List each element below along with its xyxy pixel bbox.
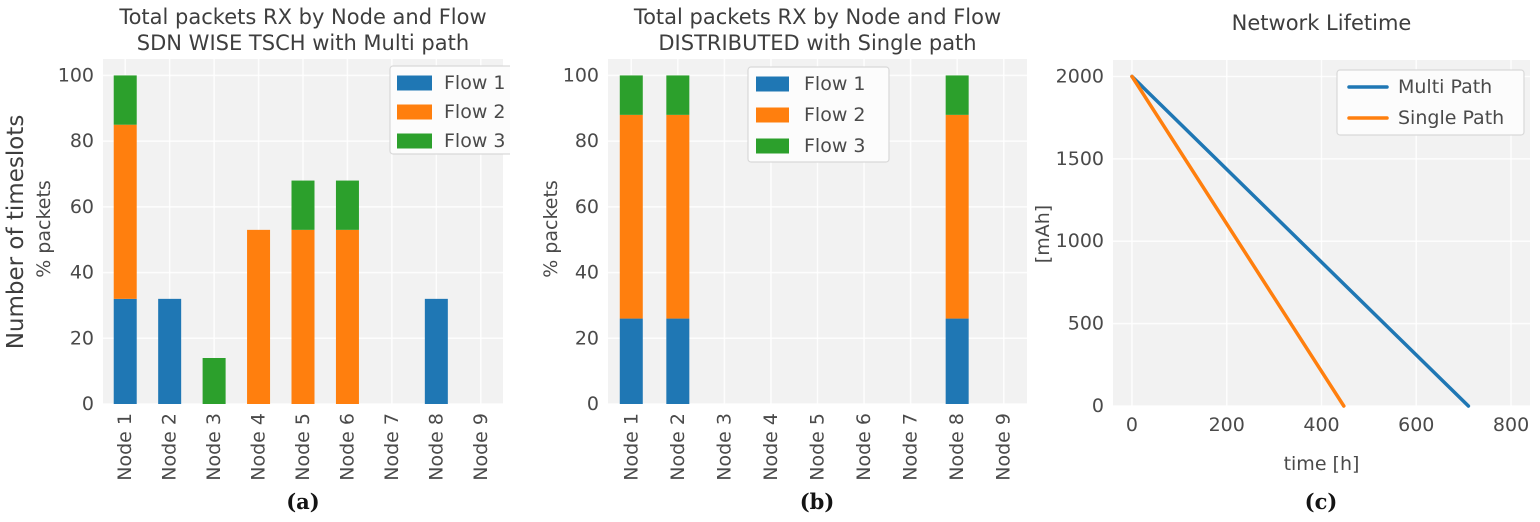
bar-segment <box>945 318 969 404</box>
bar-segment <box>666 75 690 115</box>
x-tick-label: 800 <box>1493 414 1529 436</box>
legend-label: Flow 3 <box>444 130 506 152</box>
x-tick-label: Node 8 <box>946 413 968 481</box>
x-tick-label: Node 6 <box>853 413 875 481</box>
x-tick-label: Node 9 <box>470 413 492 481</box>
y-tick-label: 2000 <box>1056 65 1104 87</box>
x-tick-label: Node 2 <box>667 413 689 481</box>
bar-segment <box>158 298 182 404</box>
chart-c-xlabel: time [h] <box>1283 453 1360 475</box>
x-tick-label: Node 7 <box>900 413 922 481</box>
chart-c-canvas: 0 500 1000 1500 2000 0 200 400 600 800 Multi PathS… <box>1056 60 1530 436</box>
chart-b-ylabel: % packets <box>540 180 562 278</box>
chart-b-title: Total packets RX by Node and Flow DISTRI… <box>608 4 1027 56</box>
bar-segment <box>619 318 643 404</box>
x-tick-label: Node 1 <box>114 413 136 481</box>
legend-swatch <box>756 138 789 154</box>
bar-segment <box>619 114 643 319</box>
legend-label: Flow 2 <box>444 101 506 123</box>
y-tick-label: 100 <box>563 64 599 86</box>
chart-a-title: Total packets RX by Node and Flow SDN WI… <box>103 4 503 56</box>
y-tick-label: 1000 <box>1056 230 1104 252</box>
chart-a-ylabel-outer: Number of timeslots <box>3 114 29 350</box>
y-tick-label: 1500 <box>1056 148 1104 170</box>
legend-swatch <box>397 104 432 120</box>
bar-segment <box>335 229 359 404</box>
y-tick-label: 80 <box>70 130 94 152</box>
y-tick-label: 0 <box>82 393 94 415</box>
chart-b-title-line1: Total packets RX by Node and Flow <box>633 5 1002 29</box>
bar-segment <box>113 75 137 125</box>
y-tick-label: 0 <box>1092 395 1104 417</box>
bar-segment <box>202 358 226 404</box>
bar-segment <box>247 229 271 404</box>
bar-segment <box>291 180 315 230</box>
legend-label: Single Path <box>1398 107 1504 129</box>
legend-label: Flow 1 <box>444 72 506 94</box>
y-tick-label: 40 <box>575 262 599 284</box>
chart-c-title-line1: Network Lifetime <box>1231 11 1412 35</box>
bar-segment <box>619 75 643 115</box>
bar-segment <box>945 75 969 115</box>
x-tick-label: Node 4 <box>760 413 782 481</box>
x-tick-label: 600 <box>1398 414 1434 436</box>
legend-swatch <box>397 75 432 91</box>
y-tick-label: 500 <box>1068 313 1104 335</box>
chart-a-title-line2: SDN WISE TSCH with Multi path <box>136 31 470 55</box>
y-tick-label: 40 <box>70 262 94 284</box>
series-line <box>1130 74 1346 408</box>
legend-label: Flow 2 <box>804 104 866 126</box>
chart-b-caption: (b) <box>799 489 835 514</box>
series-line <box>1130 74 1471 408</box>
y-tick-label: 20 <box>575 327 599 349</box>
x-tick-label: Node 8 <box>425 413 447 481</box>
chart-a-ylabel: % packets <box>33 180 55 278</box>
y-tick-label: 0 <box>587 393 599 415</box>
bar-segment <box>666 318 690 404</box>
bar-segment <box>291 229 315 404</box>
bar-segment <box>945 114 969 319</box>
chart-c-ylabel: [mAh] <box>1032 204 1054 264</box>
y-tick-label: 80 <box>575 130 599 152</box>
chart-a-caption: (a) <box>286 489 320 514</box>
chart-a-title-line1: Total packets RX by Node and Flow <box>119 5 487 29</box>
legend-label: Flow 3 <box>804 135 866 157</box>
x-tick-label: 0 <box>1126 414 1138 436</box>
legend-swatch <box>756 107 789 123</box>
y-tick-label: 60 <box>575 196 599 218</box>
x-tick-label: Node 7 <box>381 413 403 481</box>
bar-segment <box>113 124 137 299</box>
y-tick-label: 100 <box>58 64 94 86</box>
x-tick-label: Node 2 <box>159 413 181 481</box>
bar-segment <box>335 180 359 230</box>
bar-segment <box>666 114 690 319</box>
x-tick-label: Node 5 <box>292 413 314 481</box>
legend-label: Multi Path <box>1398 76 1492 98</box>
bar-segment <box>424 298 448 404</box>
x-tick-label: Node 4 <box>248 413 270 481</box>
x-tick-label: Node 3 <box>713 413 735 481</box>
chart-c-caption: (c) <box>1304 489 1338 514</box>
x-tick-label: Node 3 <box>203 413 225 481</box>
chart-c-title: Network Lifetime <box>1113 10 1530 36</box>
x-tick-label: 200 <box>1209 414 1245 436</box>
x-tick-label: Node 5 <box>807 413 829 481</box>
chart-b-title-line2: DISTRIBUTED with Single path <box>658 31 977 55</box>
legend-label: Flow 1 <box>804 73 866 95</box>
x-tick-label: 400 <box>1303 414 1339 436</box>
x-tick-label: Node 1 <box>620 413 642 481</box>
x-tick-label: Node 6 <box>336 413 358 481</box>
legend-swatch <box>756 76 789 92</box>
y-tick-label: 60 <box>70 196 94 218</box>
legend-swatch <box>397 133 432 149</box>
bar-segment <box>113 298 137 404</box>
x-tick-label: Node 9 <box>993 413 1015 481</box>
y-tick-label: 20 <box>70 327 94 349</box>
